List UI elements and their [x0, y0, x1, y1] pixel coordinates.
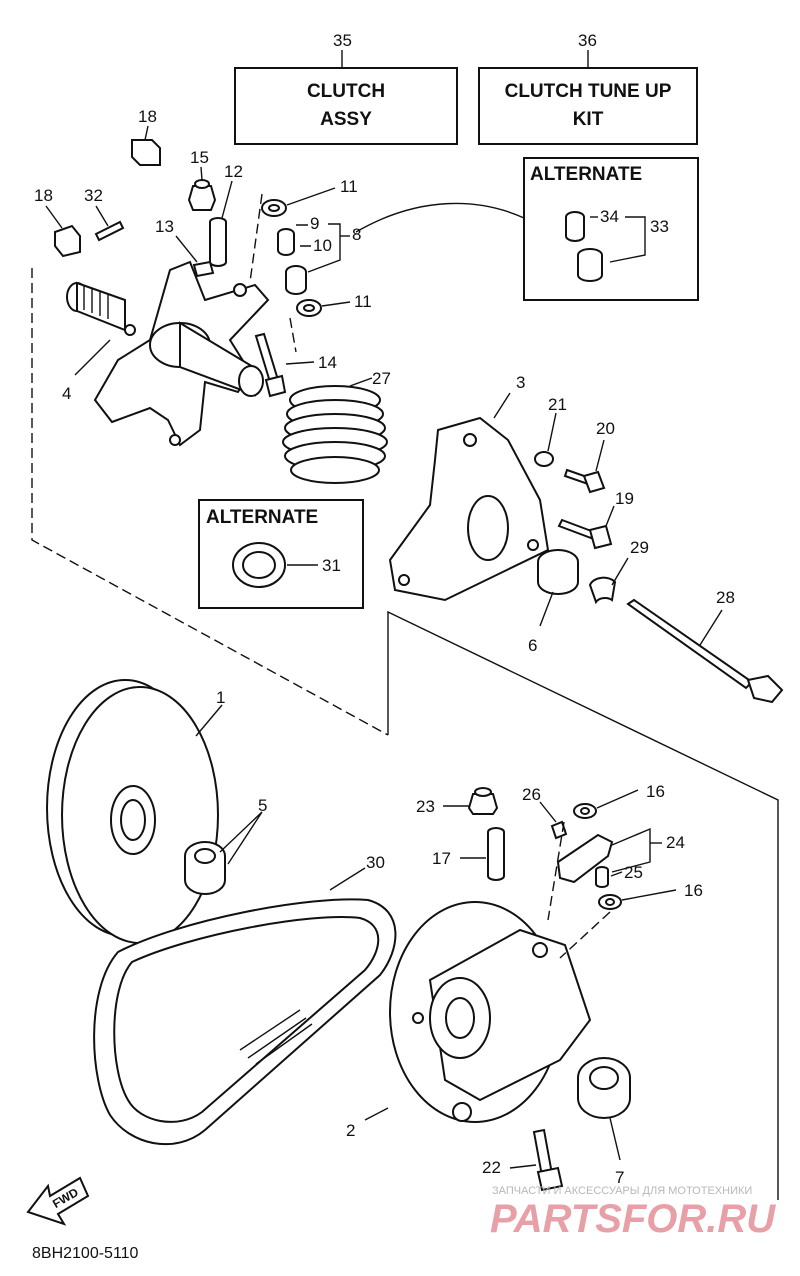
- callout-29: 29: [630, 538, 649, 557]
- callout-3: 3: [516, 373, 525, 392]
- callout-1: 1: [216, 688, 225, 707]
- callout-15: 15: [190, 148, 209, 167]
- clutch-cover-part-3: 3: [388, 373, 550, 602]
- alternate-label-1: ALTERNATE: [530, 164, 642, 185]
- bushing-part-7: 7: [577, 1057, 631, 1187]
- callout-22: 22: [482, 1158, 501, 1177]
- bushing-and-bolt: 6 29 28: [528, 538, 784, 704]
- fixed-sheave-part-1: 1: [46, 679, 225, 944]
- callout-11-upper: 11: [340, 177, 358, 196]
- clutch-tune-up-kit-box: 36 CLUTCH TUNE UP KIT: [478, 31, 698, 145]
- alternate-box-washer: ALTERNATE 31: [198, 499, 364, 609]
- callout-20: 20: [596, 419, 615, 438]
- callout-25: 25: [624, 863, 643, 882]
- callout-12: 12: [224, 162, 243, 181]
- callout-2: 2: [346, 1121, 355, 1140]
- callout-14: 14: [318, 353, 337, 372]
- callout-13: 13: [155, 217, 174, 236]
- callout-17: 17: [432, 849, 451, 868]
- callout-35: 35: [333, 31, 352, 50]
- sheave-bushing-part-5: 5: [184, 796, 267, 895]
- callout-31: 31: [322, 556, 341, 575]
- clutch-assy-line1: CLUTCH: [307, 81, 385, 102]
- watermark-logo: PARTSFOR.RU: [490, 1197, 776, 1241]
- cover-fasteners: 21 20 19: [534, 395, 634, 550]
- callout-24: 24: [666, 833, 685, 852]
- callout-32: 32: [84, 186, 103, 205]
- alternate-label-2: ALTERNATE: [206, 507, 318, 528]
- callout-33: 33: [650, 217, 669, 236]
- clutch-spring-part-27: 27: [282, 369, 391, 484]
- callout-4: 4: [62, 384, 71, 403]
- callout-36: 36: [578, 31, 597, 50]
- callout-16-lower: 16: [684, 881, 703, 900]
- callout-28: 28: [716, 588, 735, 607]
- clutch-assy-box: 35 CLUTCH ASSY: [234, 31, 458, 145]
- tune-up-kit-line1: CLUTCH TUNE UP: [505, 81, 672, 102]
- callout-26: 26: [522, 785, 541, 804]
- callout-6: 6: [528, 636, 537, 655]
- callout-34: 34: [600, 207, 619, 226]
- callout-19: 19: [615, 489, 634, 508]
- tune-up-kit-line2: KIT: [573, 109, 604, 130]
- clutch-assy-line2: ASSY: [320, 109, 372, 130]
- alternate-box-weights: ALTERNATE 34 33: [355, 157, 699, 301]
- callout-30: 30: [366, 853, 385, 872]
- callout-11-lower: 11: [354, 292, 372, 311]
- callout-10: 10: [313, 236, 332, 255]
- callout-21: 21: [548, 395, 567, 414]
- bolt-part-22: 22: [482, 1128, 564, 1192]
- callout-5: 5: [258, 796, 267, 815]
- fwd-arrow-icon: FWD: [26, 1176, 90, 1226]
- sheave-small-parts: 23 17 26 16 24 25 16: [416, 782, 703, 959]
- callout-8: 8: [352, 225, 361, 244]
- diagram-code: 8BH2100-5110: [32, 1245, 139, 1262]
- callout-27: 27: [372, 369, 391, 388]
- callout-7: 7: [615, 1168, 624, 1187]
- callout-9: 9: [310, 214, 319, 233]
- callout-23: 23: [416, 797, 435, 816]
- movable-sheave-part-2: 2: [346, 901, 592, 1140]
- clutch-spider-part-4: 4: [62, 260, 270, 447]
- drive-belt-part-30: 30: [93, 853, 397, 1146]
- watermark-tagline: ЗАПЧАСТИ И АКСЕССУАРЫ ДЛЯ МОТОТЕХНИКИ: [492, 1185, 752, 1197]
- callout-16-upper: 16: [646, 782, 665, 801]
- callout-18-upper: 18: [138, 107, 157, 126]
- callout-18-lower: 18: [34, 186, 53, 205]
- small-parts-top: 18 18 32 15 12 13 11 9 10: [34, 107, 372, 398]
